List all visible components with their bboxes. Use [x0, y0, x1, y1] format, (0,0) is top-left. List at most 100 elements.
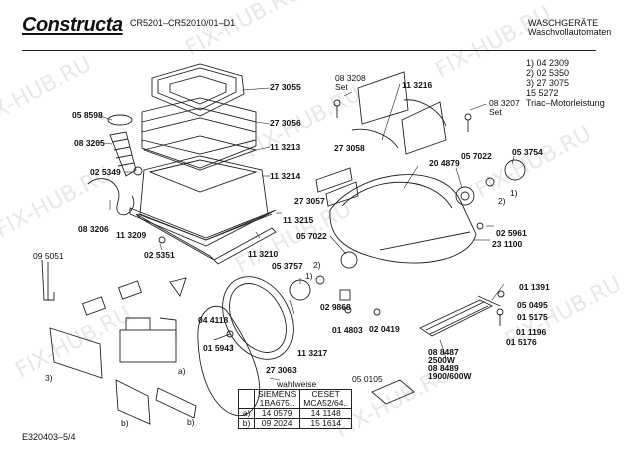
nut-part — [497, 290, 505, 298]
part-label: Set — [335, 82, 348, 92]
row-key: b) — [238, 418, 255, 429]
footnote-marker: 1) — [510, 188, 518, 198]
part-label: 27 3063 — [266, 365, 297, 375]
capacitor-part — [81, 296, 107, 316]
part-label: 11 3210 — [248, 249, 279, 259]
strip-right-part — [213, 227, 277, 265]
part-label: 08 3207 — [489, 98, 520, 108]
header-line: SIEMENS — [258, 389, 297, 399]
bracket-part — [169, 277, 187, 297]
category-title: WASCHGERÄTE — [528, 18, 599, 28]
bearing-center — [460, 191, 470, 201]
variant-marker: b) — [187, 417, 195, 427]
part-label: 05 3754 — [512, 147, 543, 157]
carbon-brush-part — [115, 379, 151, 425]
part-label: 01 5176 — [506, 337, 537, 347]
part-label: 27 3056 — [270, 118, 301, 128]
wiring-harness-part — [41, 259, 55, 301]
brand-logo: Constructa — [22, 14, 123, 36]
part-label: 20 4879 — [429, 158, 460, 168]
header-line: MCA52/64.. — [303, 398, 349, 408]
carbon-brush-part — [155, 387, 197, 419]
filter-part — [371, 379, 415, 405]
header-divider — [22, 50, 596, 51]
bearing-flange-part — [340, 251, 358, 269]
footnote-marker: 3) — [45, 373, 53, 383]
part-label: 11 3213 — [270, 142, 301, 152]
bearing-housing-part — [504, 159, 526, 181]
footnote: 15 5272 — [526, 88, 559, 98]
clamp-part — [107, 114, 133, 126]
bearing-part — [315, 275, 325, 285]
part-label: 27 3058 — [334, 143, 365, 153]
rail-part — [351, 128, 399, 149]
part-label: 02 5349 — [90, 167, 121, 177]
category-subtitle: Waschvollautomaten — [528, 27, 612, 37]
part-label: 23 1100 — [492, 239, 523, 249]
drawing-number: E320403–5/4 — [22, 432, 76, 442]
part-label: 11 3217 — [297, 348, 328, 358]
variant-marker: a) — [178, 366, 186, 376]
options-table: SIEMENS 1BA675.. CESET MCA52/64.. a) 14 … — [238, 389, 353, 429]
table-row: b) 09 2024 15 1614 — [238, 418, 353, 429]
footnote: Triac–Motorleistung — [526, 98, 605, 108]
table-corner-cell — [238, 389, 255, 409]
part-label: 11 3215 — [283, 215, 314, 225]
part-label: 02 5961 — [496, 228, 527, 238]
footnote-marker: 2) — [313, 260, 321, 270]
part-label: 05 7022 — [296, 231, 327, 241]
heating-element-part — [419, 299, 494, 337]
part-label: 11 3216 — [402, 80, 433, 90]
part-label: 01 4803 — [332, 325, 363, 335]
part-label: 01 5943 — [203, 343, 234, 353]
part-label: 01 5175 — [517, 312, 548, 322]
part-label: Set — [489, 107, 502, 117]
part-label: 05 0495 — [517, 300, 548, 310]
leader-lines — [95, 83, 515, 381]
screw-part — [464, 113, 472, 121]
bearing-flange-part — [455, 186, 475, 206]
pulley-part — [222, 276, 294, 360]
part-label: 01 1196 — [516, 327, 547, 337]
part-label: 05 0105 — [352, 374, 383, 384]
part-label: 08 3206 — [78, 224, 109, 234]
part-label: 1900/600W — [428, 371, 472, 381]
bracket-part — [339, 289, 351, 301]
part-label: 08 3208 — [335, 73, 366, 83]
part-label: 11 3209 — [116, 230, 147, 240]
part-label: 02 9868 — [320, 302, 351, 312]
drain-hose-part — [87, 178, 135, 216]
side-panel-right-part — [401, 101, 447, 155]
part-label: 01 1391 — [519, 282, 550, 292]
table-header-ceset: CESET MCA52/64.. — [299, 389, 353, 409]
capacitor-part — [117, 280, 143, 300]
sensor-part — [477, 295, 501, 307]
pulley-inner — [229, 283, 287, 353]
drive-belt-part — [197, 305, 260, 417]
ceset-part-number: 14 1148 — [299, 408, 353, 419]
header-line: CESET — [311, 389, 340, 399]
small-ring-part — [133, 166, 143, 176]
label-plate-part — [325, 181, 359, 207]
header-line: 1BA675.. — [259, 398, 295, 408]
variant-marker: b) — [121, 418, 129, 428]
plug-part — [476, 222, 484, 230]
part-label: 27 3055 — [270, 82, 301, 92]
row-key: a) — [238, 408, 255, 419]
heater-coils — [425, 301, 489, 335]
model-number: CR5201–CR52010/01–D1 — [130, 18, 236, 28]
part-label: 04 4118 — [198, 315, 229, 325]
footnote: 3) 27 3075 — [526, 78, 570, 88]
footnote: 2) 02 5350 — [526, 68, 570, 78]
part-label: 05 8598 — [72, 110, 103, 120]
screw-part — [333, 99, 341, 107]
part-label: 11 3214 — [270, 171, 301, 181]
table-header-row: SIEMENS 1BA675.. CESET MCA52/64.. — [238, 389, 353, 409]
part-label: 05 3757 — [272, 261, 303, 271]
part-label: 09 5051 — [33, 251, 64, 261]
footnotes: 1) 04 2309 2) 02 5350 3) 27 3075 15 5272… — [526, 58, 605, 108]
siemens-part-number: 09 2024 — [253, 418, 301, 429]
part-label: 08 3205 — [74, 138, 105, 148]
bellows-part — [141, 97, 257, 169]
